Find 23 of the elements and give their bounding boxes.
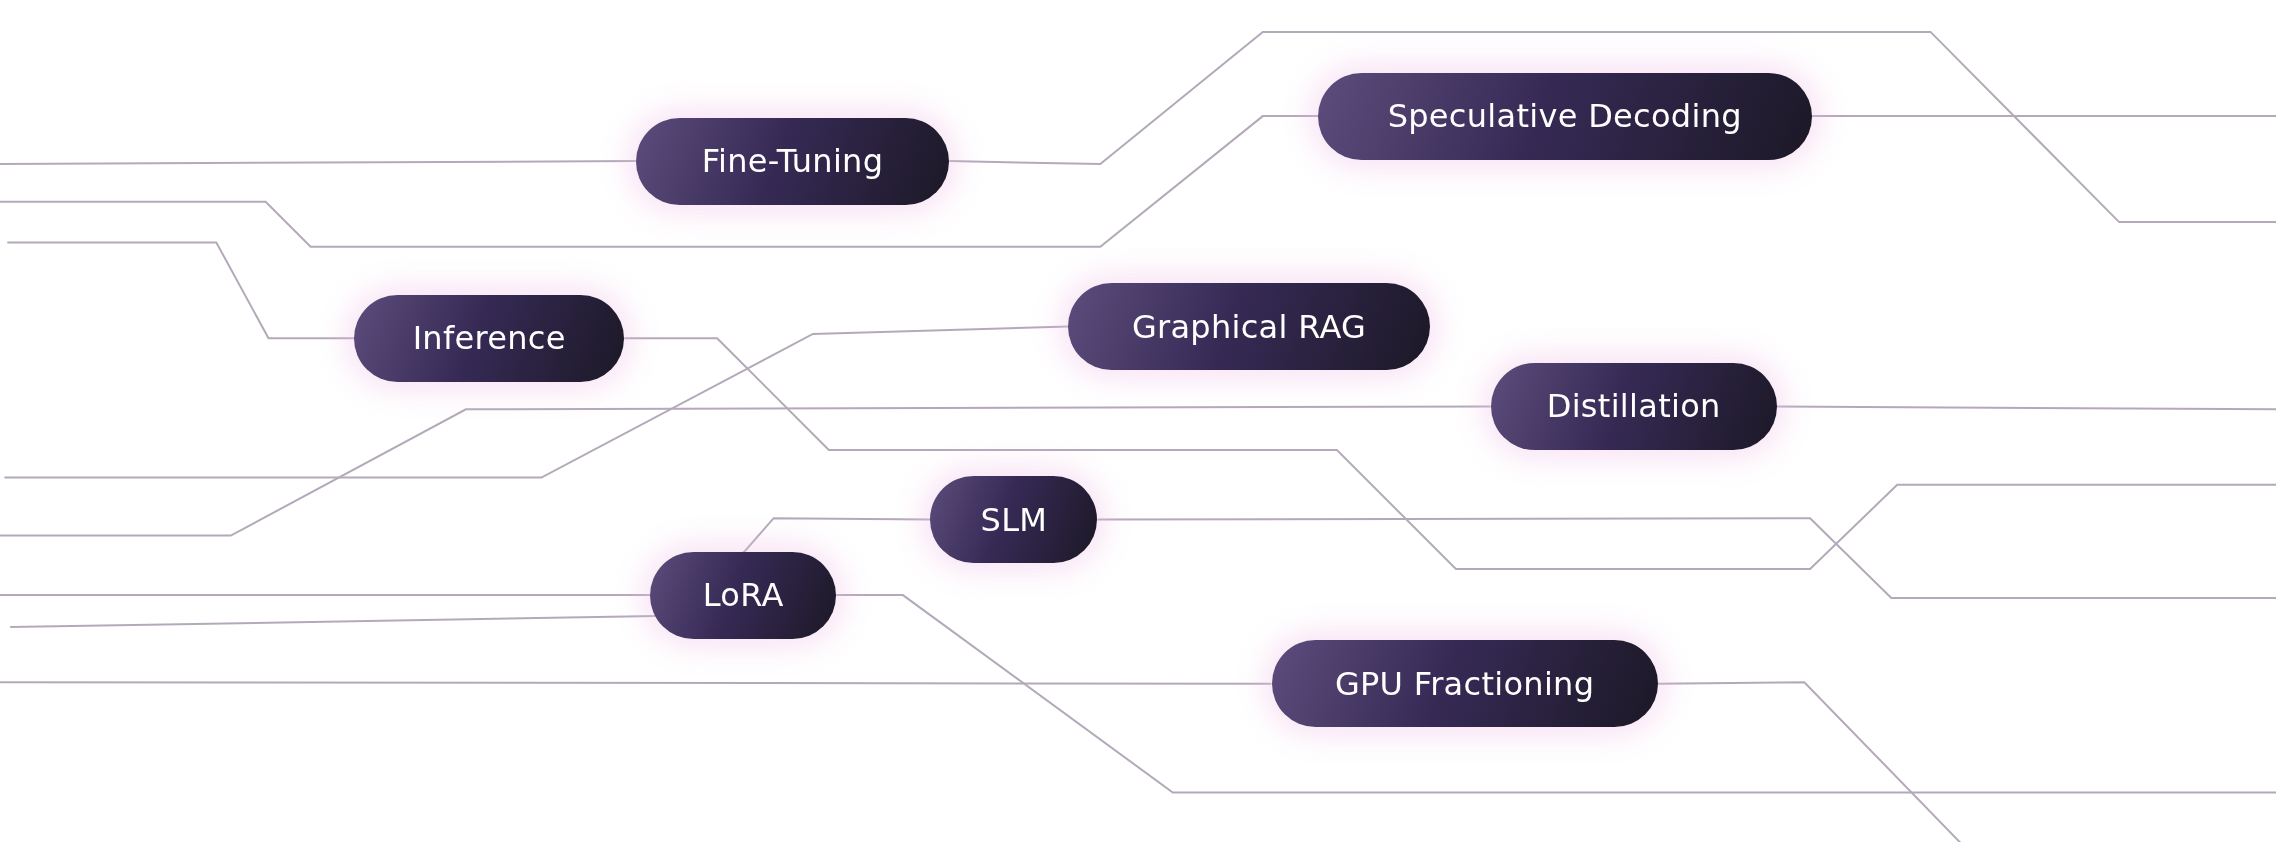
circuit-line [0,115,1319,248]
circuit-line [623,337,2276,570]
circuit-line [1096,517,2276,599]
node-label: Inference [412,319,566,358]
circuit-line [0,681,1273,685]
circuit-line [1656,681,1964,842]
circuit-line [1810,115,2276,118]
circuit-line [1775,405,2276,411]
node-label: Speculative Decoding [1387,97,1742,136]
circuit-line [948,30,2276,224]
circuit-line [0,405,1492,537]
node-label: Fine-Tuning [701,142,884,181]
circuit-line [3,325,1070,479]
circuit-line [0,160,637,165]
node-label: LoRA [702,576,784,615]
circuit-line [6,241,356,340]
node-label: GPU Fractioning [1334,664,1595,703]
node-label: Graphical RAG [1131,307,1367,346]
circuit-line [0,594,652,597]
circuit-line [9,615,657,629]
circuit-line [835,594,2276,794]
node-label: SLM [980,500,1048,539]
node-label: Distillation [1546,387,1721,426]
